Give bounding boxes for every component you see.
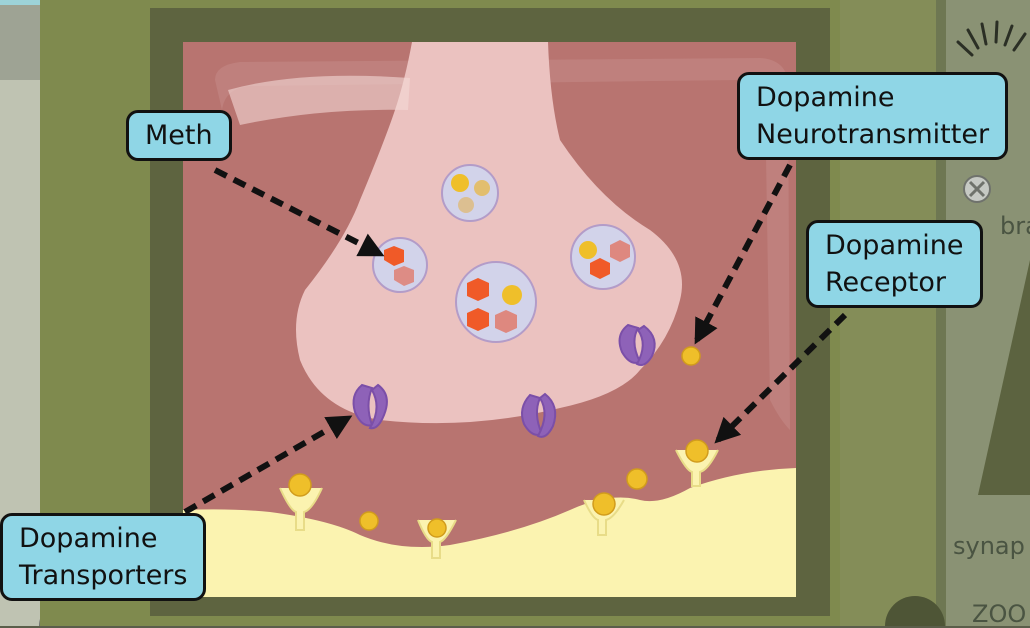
meth-arrow	[213, 167, 385, 257]
postsynaptic-membrane	[183, 468, 796, 597]
transporters-arrow	[183, 415, 353, 515]
neurotransmitter-label-line2: Neurotransmitter	[756, 119, 990, 150]
receptor-label: Dopamine Receptor	[806, 220, 983, 308]
dopamine-transporter	[352, 383, 388, 430]
dopamine-molecule	[626, 468, 648, 490]
dopamine-receptor	[417, 518, 457, 559]
dopamine-receptor	[675, 439, 719, 487]
bottom-knob	[885, 596, 945, 626]
neurotransmitter-label: Dopamine Neurotransmitter	[737, 72, 1009, 160]
synapse-label: synap	[953, 532, 1025, 560]
dopamine-receptor	[279, 473, 323, 531]
zoom-label: ZOO	[972, 600, 1027, 628]
transporters-label-line2: Transporters	[19, 560, 188, 591]
receptor-label-line2: Receptor	[825, 267, 946, 298]
vesicle-with-meth	[570, 224, 636, 290]
dopamine-receptor	[583, 492, 625, 536]
transporters-label: Dopamine Transporters	[0, 513, 207, 601]
slider-wedge	[978, 260, 1030, 495]
meth-label: Meth	[126, 110, 232, 161]
vesicle-with-meth	[372, 237, 428, 293]
screw-icon	[963, 175, 991, 203]
dopamine-transporter	[618, 323, 656, 366]
brain-label: bra	[1000, 212, 1030, 240]
neurotransmitter-label-line1: Dopamine	[756, 82, 895, 113]
dopamine-transporter	[521, 392, 557, 438]
dopamine-molecule	[359, 511, 379, 531]
meth-label-text: Meth	[145, 120, 213, 151]
terminal-highlight	[228, 75, 410, 125]
right-panel-divider	[936, 0, 946, 626]
left-background-top	[0, 0, 40, 80]
transporters-label-line1: Dopamine	[19, 523, 158, 554]
dopamine-molecule	[681, 346, 701, 366]
receptor-arrow	[714, 312, 848, 444]
dial-icon	[956, 20, 1027, 57]
neurotransmitter-arrow	[694, 163, 793, 345]
receptor-label-line1: Dopamine	[825, 230, 964, 261]
presynaptic-terminal	[296, 42, 682, 424]
vesicle-with-meth	[455, 261, 537, 343]
vesicle	[441, 164, 499, 222]
